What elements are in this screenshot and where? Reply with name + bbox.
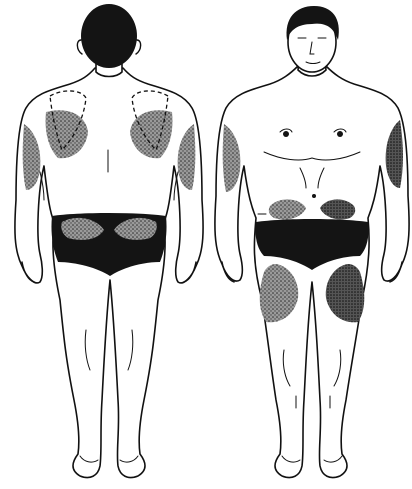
front-navel: [312, 194, 316, 198]
front-right-nipple: [337, 131, 343, 137]
front-left-nipple: [283, 131, 289, 137]
front-body-outline: [215, 66, 409, 478]
front-view-figure: [215, 6, 409, 478]
back-head-hair: [81, 4, 137, 68]
back-view-figure: [15, 4, 203, 478]
